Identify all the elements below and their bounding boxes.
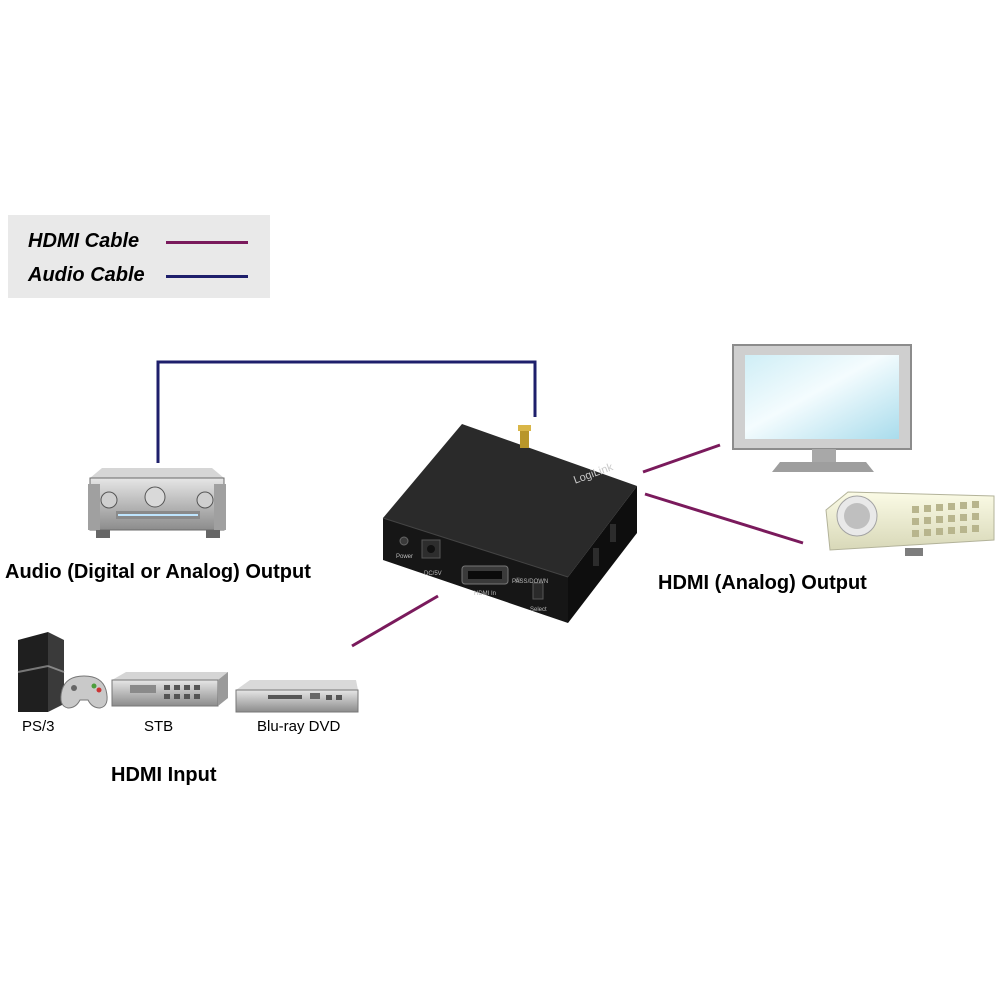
hdmi-cable-from-input [351,594,439,648]
hdmi-cable-to-projector [644,492,804,545]
hdmi-output-label: HDMI (Analog) Output [658,572,867,594]
legend-hdmi-label: HDMI Cable [28,230,140,252]
audio-output-label: Audio (Digital or Analog) Output [5,561,311,583]
bluray-label: Blu-ray DVD [257,718,341,735]
mode-switch-label: PASS/DOWN [512,579,548,585]
bluray-player-icon [235,680,359,713]
monitor-icon [732,344,912,472]
stb-label: STB [144,718,174,735]
legend-audio-label: Audio Cable [28,264,145,286]
set-top-box-icon [111,672,228,707]
game-controller-icon [60,675,108,709]
ps3-label: PS/3 [22,718,55,735]
hdmi-cable-to-monitor [642,443,721,474]
select-button-label: Select [530,607,547,613]
ps3-console-icon [17,632,65,712]
hdmi-input-label: HDMI Input [111,764,217,786]
legend-audio-swatch [166,275,248,278]
hdmi-audio-extractor-device: Power DC/5V HDMI In PASS/DOWN Select Log… [382,424,637,623]
audio-cable-line [156,360,537,463]
legend-box: HDMI Cable Audio Cable [8,215,270,298]
hdmi-in-port-label: HDMI In [474,591,496,597]
audio-receiver-icon [88,468,226,538]
legend-hdmi-swatch [166,241,248,244]
projector-icon [825,491,995,556]
dc-port-label: DC/5V [424,571,442,577]
power-port-label: Power [396,554,413,560]
